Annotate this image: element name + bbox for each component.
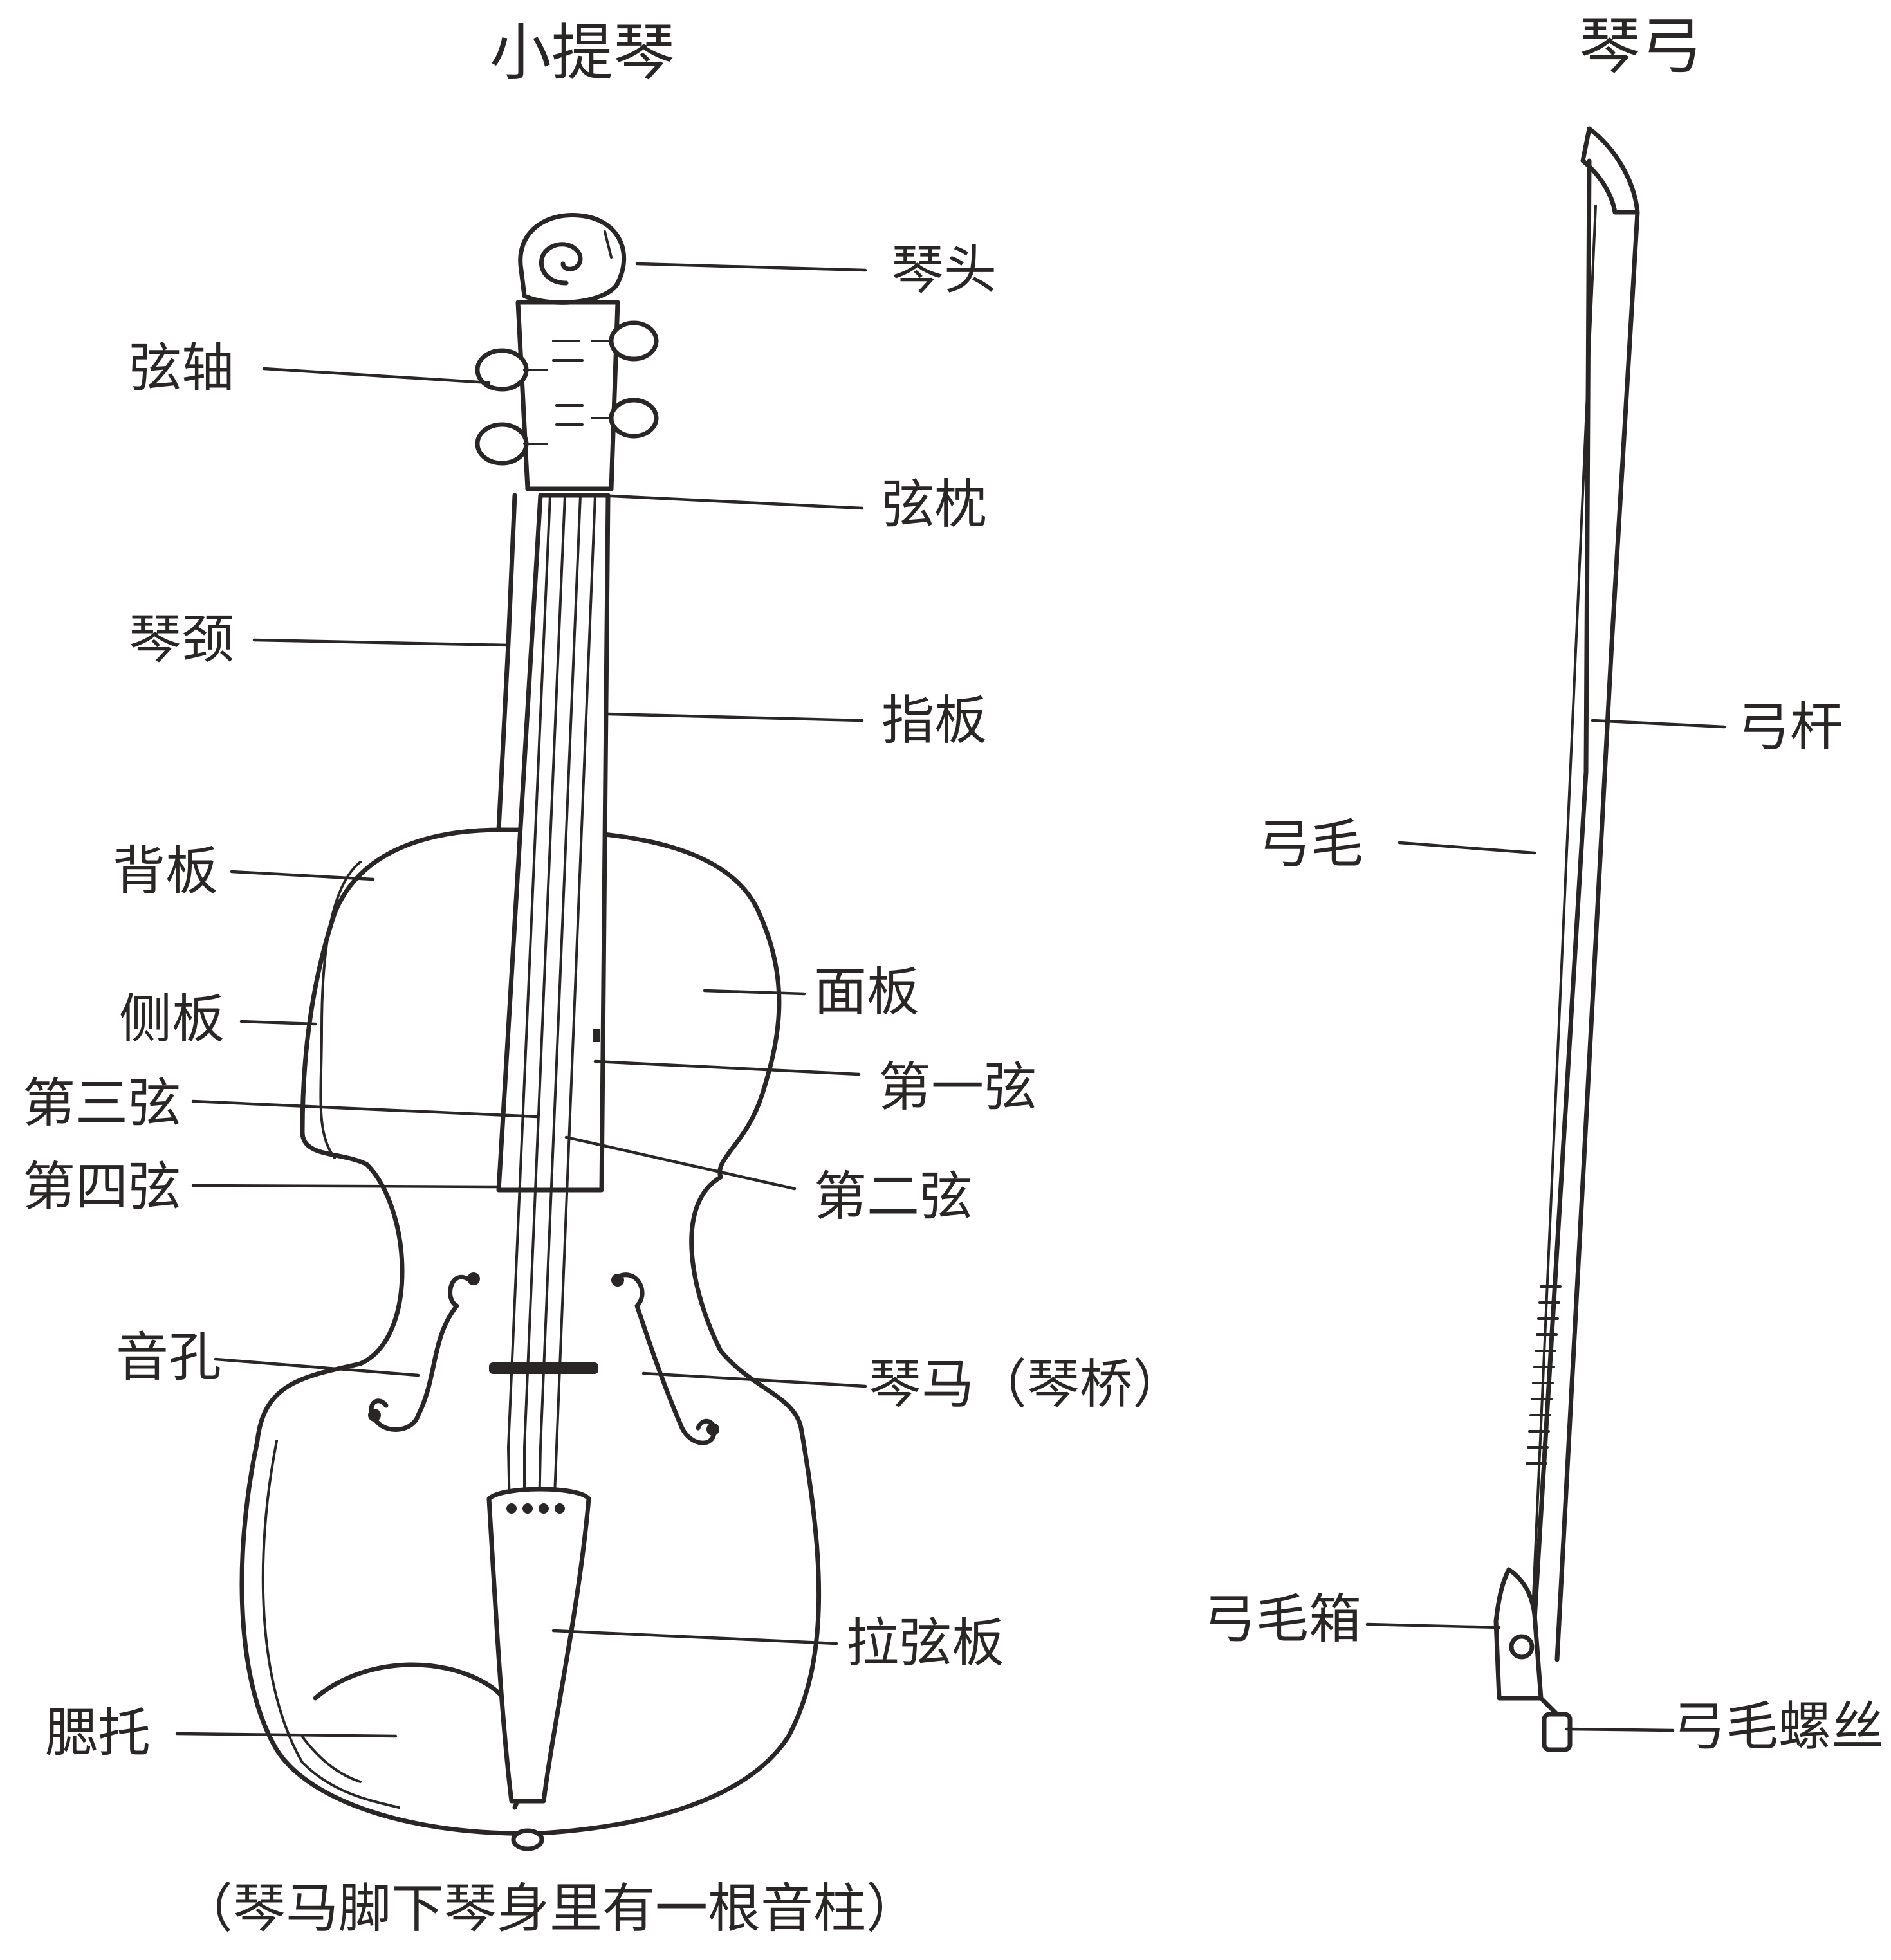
label-string3: 第三弦	[23, 1073, 181, 1134]
label-bow-stick: 弓杆	[1737, 697, 1843, 758]
label-top: 面板	[814, 962, 919, 1023]
violin-chinrest-edge	[301, 1736, 362, 1783]
violin-note: （琴马脚下琴身里有一根音柱）	[180, 1878, 919, 1939]
label-fingerboard: 指板	[881, 690, 987, 751]
violin-title: 小提琴	[490, 17, 675, 89]
label-string2: 第二弦	[814, 1166, 972, 1227]
violin-peg-right-upper	[609, 320, 659, 362]
violin-pegbox	[515, 300, 620, 491]
violin-rib-line	[319, 861, 362, 1159]
label-scroll: 琴头	[891, 240, 997, 301]
label-chinrest: 腮托	[45, 1703, 151, 1764]
label-bow-frog: 弓毛箱	[1203, 1589, 1361, 1650]
bow-screw	[1542, 1712, 1573, 1752]
label-ribs: 侧板	[119, 989, 225, 1050]
label-string1: 第一弦	[878, 1057, 1037, 1118]
label-bow-hair: 弓毛	[1258, 814, 1363, 875]
bow-frog	[1493, 1567, 1544, 1701]
label-bridge: 琴马（琴桥）	[869, 1354, 1185, 1415]
leader-lines	[175, 262, 1726, 1738]
bow-labels: 琴弓 弓杆 弓毛 弓毛箱 弓毛螺丝	[1203, 10, 1884, 1757]
violin-drawing	[239, 212, 822, 1851]
bow-drawing	[1493, 126, 1640, 1752]
violin-neck	[496, 493, 517, 832]
violin-bridge	[489, 1362, 598, 1374]
label-back: 背板	[113, 841, 218, 902]
violin-scroll	[518, 212, 627, 305]
bow-title: 琴弓	[1579, 10, 1702, 82]
f-hole-left	[369, 1274, 472, 1432]
label-bow-screw: 弓毛螺丝	[1673, 1696, 1884, 1757]
label-peg: 弦轴	[129, 338, 234, 399]
label-neck: 琴颈	[129, 609, 234, 670]
violin-peg-right-lower	[609, 398, 659, 439]
bow-hair	[1530, 205, 1597, 1642]
violin-tailpiece	[486, 1487, 591, 1804]
label-f-hole: 音孔	[116, 1327, 221, 1388]
violin-end-button	[511, 1828, 544, 1851]
label-nut: 弦枕	[881, 474, 987, 535]
label-tailpiece: 拉弦板	[846, 1613, 1004, 1674]
bow-winding	[1526, 1285, 1562, 1465]
violin-labels: 小提琴 琴头 弦轴 弦枕 琴颈 指板 背板 面板 侧板 第一弦 第三弦 第二弦 …	[23, 17, 1185, 1939]
violin-peg-left-lower	[475, 422, 529, 466]
violin-lower-rib-line	[261, 1440, 400, 1809]
label-string4: 第四弦	[23, 1157, 181, 1218]
